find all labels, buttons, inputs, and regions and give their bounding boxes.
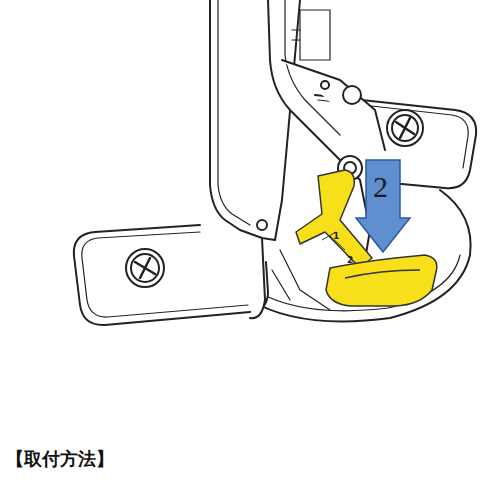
callout-number: 2 — [347, 256, 353, 265]
push-arrow — [356, 160, 410, 252]
callout-number: 1 — [333, 232, 339, 241]
section-heading: 【取付方法】 — [6, 450, 114, 468]
step-number: 2 — [373, 172, 388, 202]
